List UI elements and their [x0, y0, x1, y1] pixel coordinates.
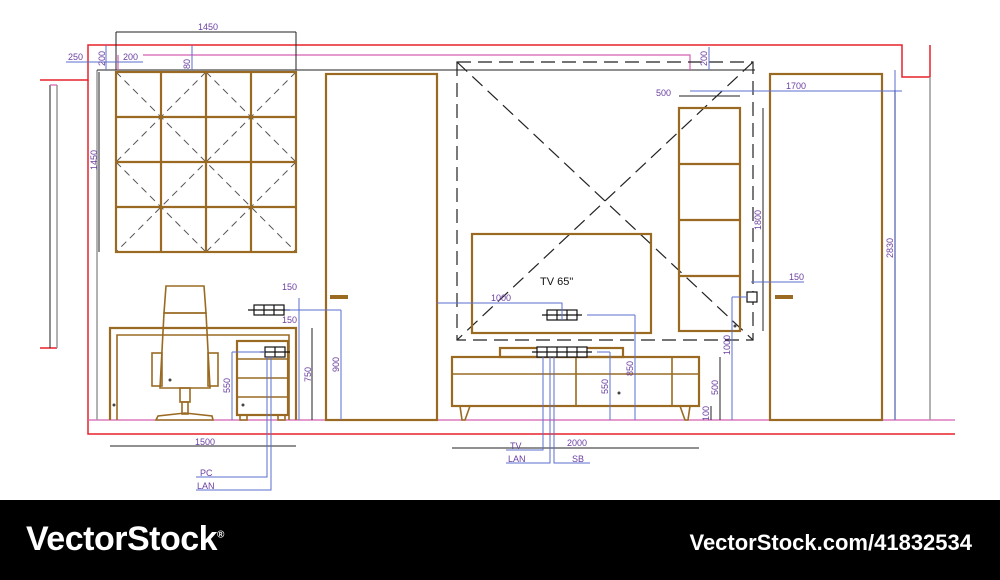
cable-label-lan: LAN [508, 454, 526, 464]
dimension-lines [66, 31, 902, 491]
dim-room-height: 2830 [885, 238, 895, 258]
dim-top-width: 1450 [198, 22, 218, 32]
watermark-image-id: VectorStock.com/41832534 [689, 530, 972, 555]
wall-shelf [677, 106, 742, 333]
dim-shelf-height: 1800 [753, 210, 763, 230]
cable-label-lan: LAN [197, 481, 215, 491]
dim-right-socket-height: 1000 [722, 335, 732, 355]
dimension-labels: 1450 250 200 200 80 1450 150 150 550 750… [68, 22, 895, 491]
dim-leg-height: 100 [701, 406, 711, 421]
dim-top-gap-vertical: 200 [97, 51, 107, 66]
watermark-brand: VectorStock® [26, 520, 224, 558]
socket-icon [746, 291, 758, 303]
dim-window-height: 1450 [89, 150, 99, 170]
tv-label: TV 65" [540, 276, 573, 288]
cable-label-sb: SB [572, 454, 584, 464]
door-handle-icon [330, 295, 348, 299]
dim-drawer-height: 550 [222, 378, 232, 393]
watermark-footer: VectorStock® VectorStock.com/41832534 [0, 500, 1000, 580]
dim-desk-height: 750 [303, 367, 313, 382]
window-grid [114, 70, 298, 254]
dim-desk-socket-bottom: 150 [282, 315, 297, 325]
cable-label-pc: PC [200, 468, 213, 478]
door-left [324, 72, 439, 422]
door-handle-icon [775, 295, 793, 299]
tv-cabinet [450, 355, 701, 421]
dim-top-gap-horizontal: 200 [123, 52, 138, 62]
dim-desk-width: 1500 [195, 437, 215, 447]
dim-cornice: 80 [182, 59, 192, 69]
elevation-drawing: TV 65" [40, 22, 955, 491]
socket-icon [532, 346, 592, 358]
office-chair [151, 285, 219, 421]
dim-tv-socket-offset: 1000 [491, 293, 511, 303]
dim-right-span: 1700 [786, 81, 806, 91]
dim-desk-socket-top: 150 [282, 282, 297, 292]
door-right [768, 72, 884, 422]
dim-tv-socket-height: 850 [625, 361, 635, 376]
cable-label-tv: TV [510, 441, 522, 451]
dim-cabinet-height: 500 [710, 380, 720, 395]
dim-right-ceiling-gap: 200 [699, 51, 709, 66]
tv-screen: TV 65" [470, 232, 653, 335]
dim-shelf-width: 500 [656, 88, 671, 98]
wall-outline [40, 44, 955, 435]
dim-cabinet-socket-height: 550 [600, 379, 610, 394]
drawer-unit [235, 339, 290, 421]
dim-right-socket-offset: 150 [789, 272, 804, 282]
dim-left-offset: 250 [68, 52, 83, 62]
dim-cabinet-width: 2000 [567, 438, 587, 448]
socket-icon [248, 304, 290, 316]
dim-switch-height: 900 [331, 357, 341, 372]
